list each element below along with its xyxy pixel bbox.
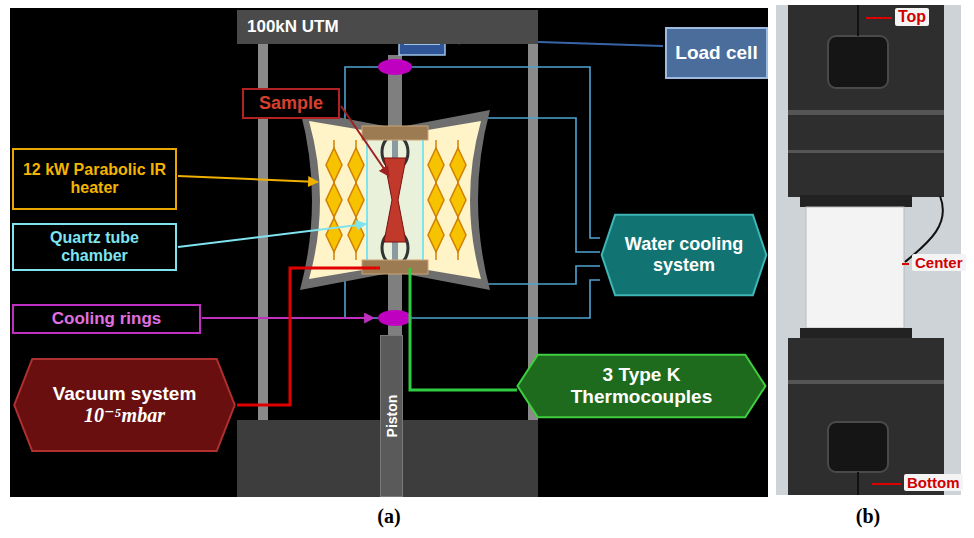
node-text: Piston (383, 395, 399, 438)
thermocouple-wire (857, 472, 859, 495)
system-hexagon: Vacuum system10⁻⁵mbar (12, 358, 237, 452)
panel-label: (b) (856, 505, 880, 528)
grip-nut (828, 36, 888, 88)
lower-shaft (388, 272, 402, 337)
thermocouple-wire (857, 5, 859, 36)
cooling-line (412, 280, 600, 318)
system-hexagon: Water cooling system (600, 214, 768, 296)
node-text: Load cell (675, 42, 757, 64)
ir-lamp (428, 148, 444, 252)
cooling-ring (378, 310, 412, 326)
grip-nut (828, 422, 888, 472)
node-text: Water cooling system (623, 234, 745, 275)
callout-box: Cooling rings (12, 304, 201, 334)
hexagon-shape (518, 355, 766, 418)
ir-lamp (326, 148, 342, 252)
node-text: 12 kW Parabolic IR heater (22, 161, 167, 198)
leader-arrow (178, 224, 366, 247)
upper-grip (788, 5, 944, 197)
leader-arrow (341, 106, 389, 176)
photo-label: Bottom (904, 474, 963, 491)
white-sample (806, 207, 904, 328)
panel-background (10, 8, 768, 497)
photo-label: Top (895, 8, 929, 26)
leader-line (866, 17, 892, 19)
photo-label: Center (912, 254, 966, 271)
lower-grip (788, 338, 944, 495)
photo (776, 5, 961, 495)
thermocouple-wire (905, 196, 943, 262)
cooling-lines (345, 67, 600, 318)
leader-line (902, 263, 909, 265)
dogbone-sample (384, 158, 406, 242)
panel-label: (a) (377, 505, 400, 528)
grip-band (788, 150, 944, 153)
grip-neck (800, 195, 912, 207)
node-text: Vacuum system (53, 383, 197, 405)
ir-lamp (450, 148, 466, 252)
callout-box: Load cell (665, 27, 768, 79)
node-text: Sample (259, 93, 323, 114)
node-text: Cooling rings (52, 309, 162, 329)
photo-background (776, 5, 961, 495)
node-text: 100kN UTM (247, 17, 339, 37)
grip-clamp (362, 126, 428, 140)
system-hexagon: 3 Type K Thermocouples (515, 354, 768, 418)
cooling-line (480, 118, 600, 252)
leader-line (872, 483, 901, 485)
quartz-tube (367, 132, 423, 268)
thermocouple-line (410, 268, 517, 390)
grip-band (788, 380, 944, 384)
node-text: 10⁻⁵mbar (84, 404, 165, 427)
leader-arrow (202, 317, 374, 319)
machine-frame-bar: 100kN UTM (237, 10, 538, 44)
node-text: Quartz tube chamber (22, 229, 167, 266)
callout-box: 12 kW Parabolic IR heater (12, 148, 177, 210)
grip-neck (800, 328, 912, 338)
vacuum-line (237, 268, 380, 405)
grip-band (788, 110, 944, 115)
leader-arrow (178, 176, 318, 182)
callout-box: Sample (242, 88, 340, 119)
cooling-ring (378, 59, 412, 75)
node-text: 3 Type K Thermocouples (546, 364, 737, 408)
ir-lamp (348, 148, 364, 252)
hexagon-shape (602, 215, 767, 295)
cooling-line (480, 266, 600, 284)
ir-lamps (326, 140, 466, 260)
piston-rod: Piston (380, 335, 403, 497)
callout-box: Quartz tube chamber (12, 223, 177, 271)
hexagon-shape (14, 359, 235, 451)
